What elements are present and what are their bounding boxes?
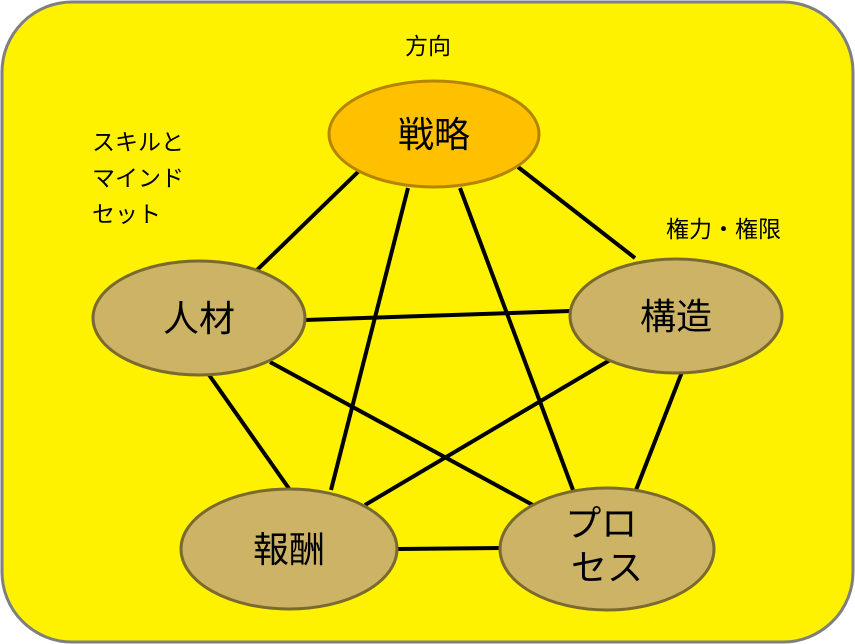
- edge-strategy-process: [458, 187, 575, 491]
- node-structure: 構造: [568, 257, 784, 375]
- edge-structure-rewards: [363, 358, 612, 507]
- node-rewards-label: 報酬: [253, 530, 325, 571]
- node-people-shape: [91, 259, 307, 377]
- edge-strategy-structure: [516, 165, 637, 260]
- node-process: プロ セス: [498, 486, 716, 612]
- node-structure-shape: [568, 257, 784, 375]
- node-people: 人材: [91, 259, 307, 377]
- node-process-label: プロ セス: [565, 504, 648, 589]
- node-strategy-label: 戦略: [398, 115, 470, 156]
- node-process-shape: [498, 486, 716, 612]
- edge-people-rewards: [205, 370, 292, 492]
- edge-people-structure: [304, 309, 571, 322]
- edge-strategy-rewards: [329, 187, 410, 491]
- node-rewards-shape: [179, 487, 399, 611]
- node-process-label-line: セス: [571, 548, 643, 589]
- node-rewards: 報酬: [179, 487, 399, 611]
- node-structure-label: 構造: [640, 297, 712, 338]
- edge-structure-process: [634, 371, 684, 491]
- node-process-label-line: プロ: [565, 504, 637, 545]
- node-strategy-shape: [327, 79, 541, 189]
- edge-people-process: [269, 360, 543, 512]
- node-strategy: 戦略: [327, 79, 541, 189]
- annotation-structure: 権力・権限: [666, 217, 781, 243]
- annotation-strategy: 方向: [405, 34, 451, 60]
- annotation-people: スキルと マインド セット: [92, 130, 184, 228]
- connections: [205, 165, 684, 551]
- edge-strategy-people: [253, 168, 362, 274]
- edge-rewards-process: [397, 546, 503, 551]
- node-people-label: 人材: [163, 299, 235, 340]
